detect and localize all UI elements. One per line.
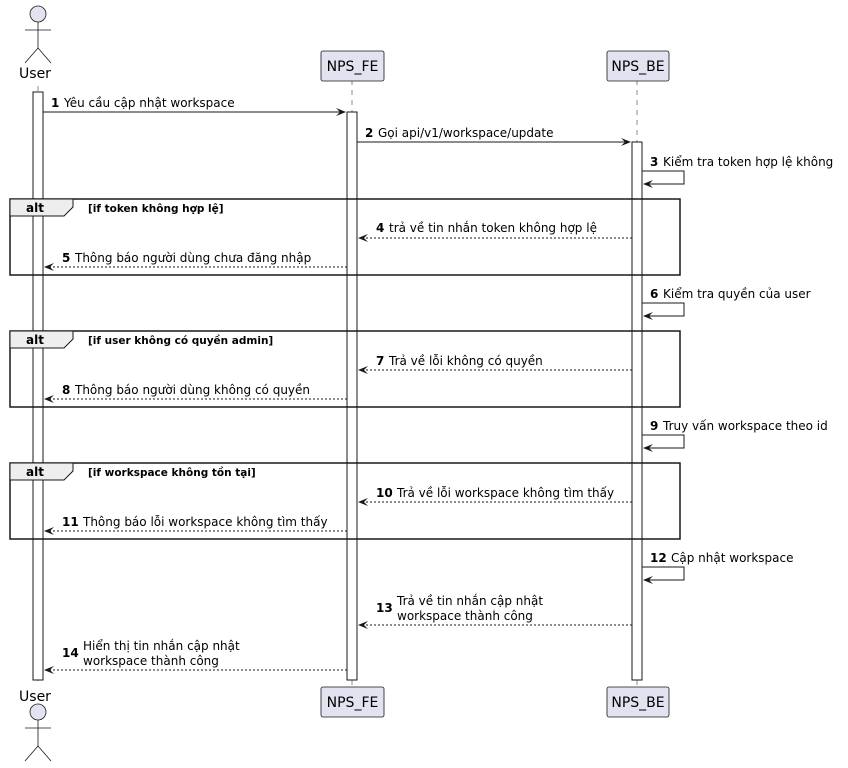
user-label-bottom: User xyxy=(19,689,51,705)
message-12: 12 Cập nhật workspace xyxy=(642,551,794,584)
message-10: 10 Trả về lỗi workspace không tìm thấy xyxy=(358,486,632,506)
message-3: 3 Kiểm tra token hợp lệ không xyxy=(642,155,833,188)
message-number: 1 xyxy=(51,96,59,110)
message-4: 4 trả về tin nhắn token không hợp lệ xyxy=(358,221,632,242)
user-activation-bar xyxy=(32,91,44,681)
message-14: 14 Hiển thị tin nhắn cập nhật workspace … xyxy=(44,639,347,674)
message-number: 4 xyxy=(376,221,384,235)
message-number: 11 xyxy=(62,515,79,529)
be-participant-top: NPS_BE xyxy=(606,50,670,82)
message-label: Kiểm tra quyền của user xyxy=(663,287,811,301)
alt-fragment-permission: alt [if user không có quyền admin] xyxy=(9,330,681,408)
message-label: Thông báo người dùng chưa đăng nhập xyxy=(74,251,311,265)
message-label-line1: Trả về tin nhắn cập nhật xyxy=(396,594,543,608)
message-13: 13 Trả về tin nhắn cập nhật workspace th… xyxy=(358,594,632,629)
message-number: 8 xyxy=(62,383,70,397)
message-9: 9 Truy vấn workspace theo id xyxy=(642,419,828,452)
message-label: Trả về lỗi không có quyền xyxy=(388,354,543,368)
message-number: 2 xyxy=(365,126,373,140)
alt-condition: [if workspace không tồn tại] xyxy=(88,466,256,479)
alt-fragment-token: alt [if token không hợp lệ] xyxy=(9,198,681,276)
alt-fragment-workspace: alt [if workspace không tồn tại] xyxy=(9,462,681,540)
alt-keyword: alt xyxy=(26,465,44,479)
message-label: Kiểm tra token hợp lệ không xyxy=(663,155,833,169)
message-1: 1 Yêu cầu cập nhật workspace xyxy=(43,96,346,116)
message-label: Thông báo người dùng không có quyền xyxy=(74,383,310,397)
alt-condition: [if user không có quyền admin] xyxy=(88,334,273,347)
message-number: 13 xyxy=(376,601,393,615)
fe-label-top: NPS_FE xyxy=(327,59,379,75)
message-5: 5 Thông báo người dùng chưa đăng nhập xyxy=(44,251,347,271)
message-number: 10 xyxy=(376,486,393,500)
user-actor-top: User xyxy=(19,5,52,82)
alt-keyword: alt xyxy=(26,201,44,215)
message-label-line2: workspace thành công xyxy=(83,654,219,668)
message-number: 7 xyxy=(376,354,384,368)
message-number: 6 xyxy=(650,287,658,301)
be-participant-bottom: NPS_BE xyxy=(606,686,670,718)
message-label: Thông báo lỗi workspace không tìm thấy xyxy=(82,515,328,529)
message-2: 2 Gọi api/v1/workspace/update xyxy=(357,126,631,146)
fe-participant-bottom: NPS_FE xyxy=(320,686,385,718)
message-label: Truy vấn workspace theo id xyxy=(662,419,828,433)
message-number: 14 xyxy=(62,646,79,660)
message-number: 5 xyxy=(62,251,70,265)
message-6: 6 Kiểm tra quyền của user xyxy=(642,287,811,320)
message-label: Trả về lỗi workspace không tìm thấy xyxy=(396,486,614,500)
be-activation-bar xyxy=(631,141,643,681)
message-number: 9 xyxy=(650,419,658,433)
user-label-top: User xyxy=(19,66,51,82)
message-label-line2: workspace thành công xyxy=(397,609,533,623)
alt-condition: [if token không hợp lệ] xyxy=(88,203,224,215)
message-8: 8 Thông báo người dùng không có quyền xyxy=(44,383,347,403)
message-number: 12 xyxy=(650,551,667,565)
message-label: trả về tin nhắn token không hợp lệ xyxy=(389,221,597,235)
be-label-top: NPS_BE xyxy=(611,59,664,75)
message-number: 3 xyxy=(650,155,658,169)
message-label: Cập nhật workspace xyxy=(671,551,794,565)
fe-label-bottom: NPS_FE xyxy=(327,695,379,711)
message-11: 11 Thông báo lỗi workspace không tìm thấ… xyxy=(44,515,347,535)
user-actor-bottom: User xyxy=(19,689,52,762)
message-7: 7 Trả về lỗi không có quyền xyxy=(358,354,632,374)
be-label-bottom: NPS_BE xyxy=(611,695,664,711)
message-label: Yêu cầu cập nhật workspace xyxy=(63,96,235,110)
alt-keyword: alt xyxy=(26,333,44,347)
message-label-line1: Hiển thị tin nhắn cập nhật xyxy=(83,639,240,653)
fe-participant-top: NPS_FE xyxy=(320,50,385,82)
fe-activation-bar xyxy=(346,111,358,681)
message-label: Gọi api/v1/workspace/update xyxy=(378,126,553,140)
